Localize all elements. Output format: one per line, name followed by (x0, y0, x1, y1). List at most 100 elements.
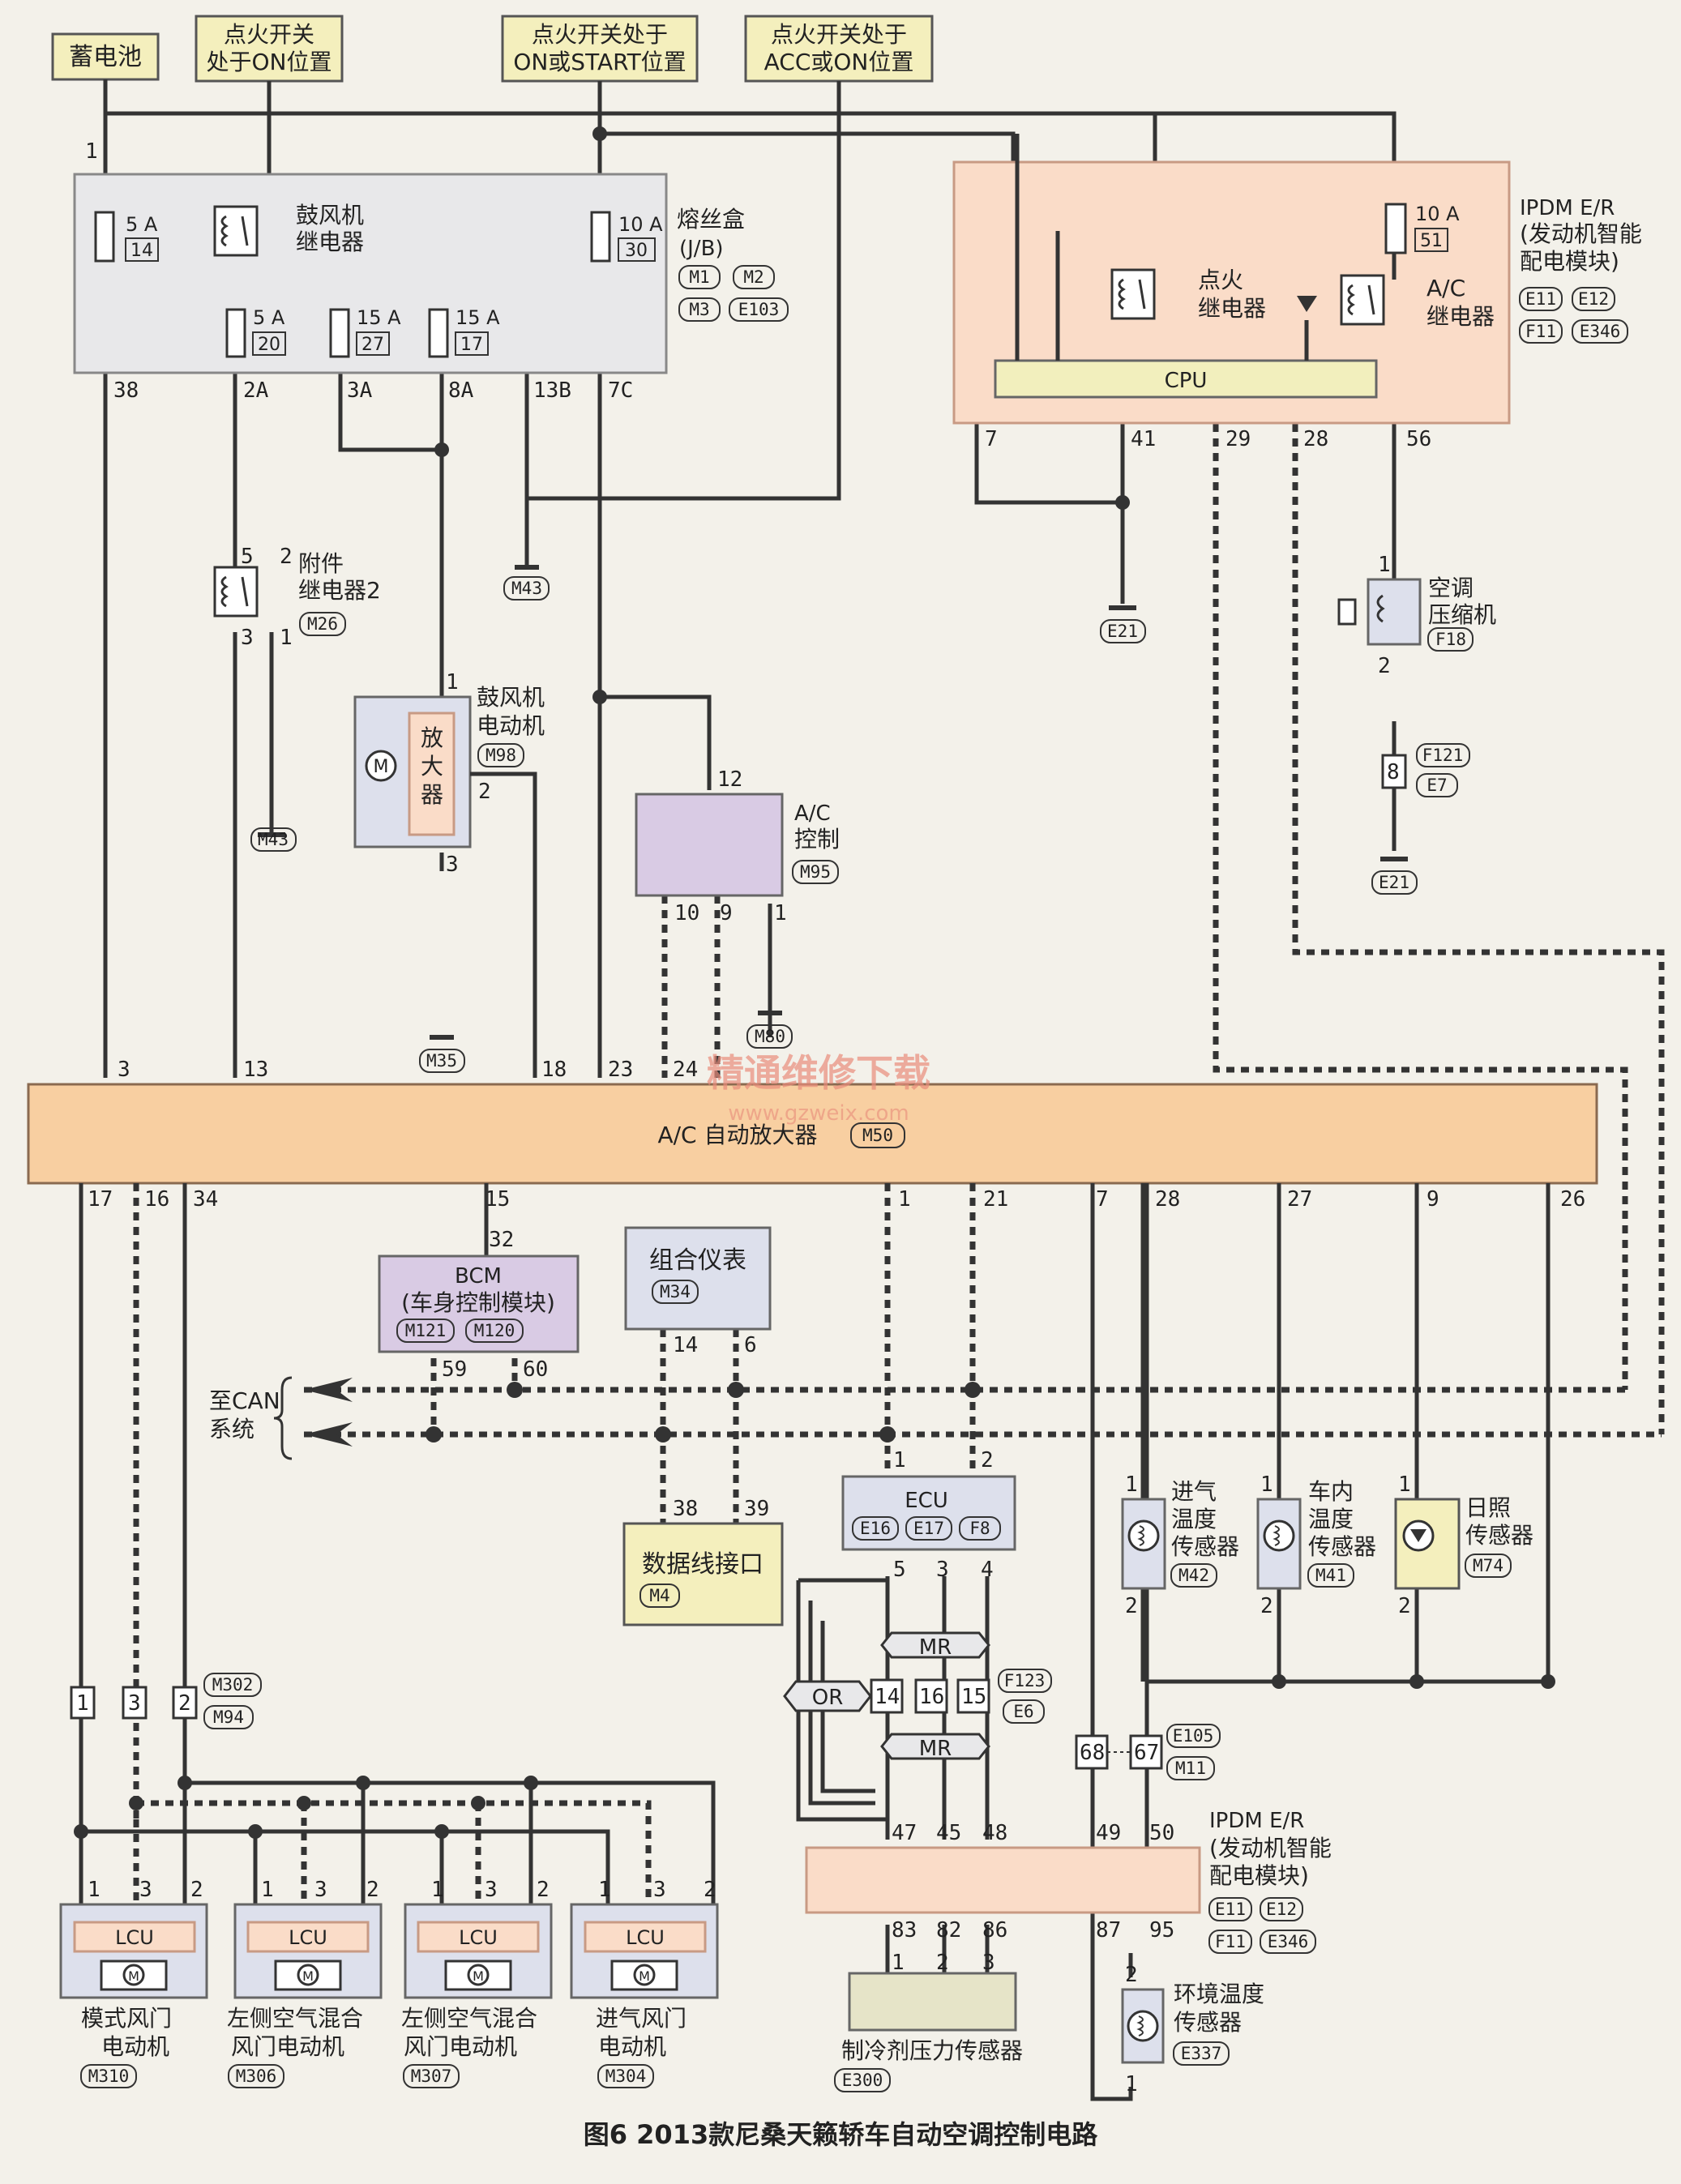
svg-text:38: 38 (113, 378, 139, 403)
junction-68-67: 68 67 E105 M11 (1075, 1724, 1221, 1780)
svg-text:2: 2 (1398, 1594, 1411, 1618)
svg-text:2: 2 (704, 1878, 716, 1902)
svg-text:1: 1 (261, 1878, 274, 1902)
svg-text:13: 13 (243, 1058, 268, 1082)
combination-meter: 组合仪表 M34 14 6 (624, 1226, 772, 1357)
svg-text:1: 1 (1125, 2072, 1138, 2096)
svg-text:精通维修下载: 精通维修下载 (707, 1051, 930, 1095)
svg-text:M2: M2 (743, 267, 764, 287)
data-link-connector: 数据线接口 M4 38 39 (622, 1497, 784, 1626)
svg-text:8: 8 (1387, 760, 1400, 784)
svg-text:5 A: 5 A (126, 213, 158, 236)
svg-text:E105: E105 (1173, 1726, 1214, 1746)
svg-text:27: 27 (361, 335, 384, 355)
svg-text:电动机: 电动机 (598, 2033, 666, 2060)
svg-text:F11: F11 (1525, 322, 1556, 341)
svg-text:鼓风机: 鼓风机 (296, 202, 364, 229)
can-arrows (304, 126, 1555, 1689)
svg-text:1: 1 (1125, 1472, 1138, 1497)
can-system-label: 至CAN 系统 (209, 1376, 293, 1460)
svg-text:ECU: ECU (905, 1489, 948, 1513)
ground-m35: M35 (419, 1035, 465, 1073)
svg-text:60: 60 (523, 1357, 548, 1382)
svg-text:空调: 空调 (1428, 575, 1474, 601)
svg-text:M98: M98 (485, 746, 516, 765)
svg-text:电动机: 电动机 (101, 2033, 169, 2060)
source-battery: 蓄电池 (51, 32, 160, 81)
junction-m302: 1 3 2 M302 M94 (70, 1673, 262, 1729)
svg-text:41: 41 (1131, 427, 1156, 451)
svg-text:29: 29 (1225, 427, 1251, 451)
svg-text:5: 5 (893, 1558, 906, 1582)
svg-text:27: 27 (1287, 1187, 1312, 1212)
intake-door-motor: LCU M 1 3 2 进气风门 电动机 M304 (570, 1878, 719, 2088)
svg-text:48: 48 (982, 1821, 1007, 1845)
svg-text:2: 2 (1378, 654, 1391, 678)
svg-text:温度: 温度 (1308, 1506, 1354, 1532)
svg-text:M120: M120 (474, 1321, 515, 1340)
svg-text:(J/B): (J/B) (679, 237, 724, 261)
svg-text:15: 15 (485, 1187, 510, 1212)
svg-text:LCU: LCU (459, 1926, 498, 1949)
svg-text:LCU: LCU (289, 1926, 327, 1949)
svg-text:51: 51 (1420, 231, 1443, 251)
left-air-mix-door-motor-a: LCU M 1 3 2 左侧空气混合 风门电动机 M306 (227, 1878, 383, 2088)
svg-text:1: 1 (280, 626, 293, 650)
svg-text:56: 56 (1406, 427, 1431, 451)
svg-text:7C: 7C (608, 378, 633, 403)
svg-text:M304: M304 (605, 2066, 647, 2086)
svg-text:3: 3 (241, 626, 254, 650)
svg-text:鼓风机: 鼓风机 (477, 684, 545, 711)
svg-text:39: 39 (744, 1497, 769, 1521)
svg-text:E346: E346 (1268, 1932, 1309, 1951)
svg-text:E300: E300 (842, 2071, 883, 2090)
svg-text:M80: M80 (755, 1027, 785, 1046)
svg-text:传感器: 传感器 (1174, 2009, 1242, 2036)
svg-text:7: 7 (985, 427, 998, 451)
svg-text:4: 4 (981, 1558, 994, 1582)
svg-text:风门电动机: 风门电动机 (404, 2033, 517, 2060)
svg-text:IPDM E/R: IPDM E/R (1520, 196, 1615, 220)
svg-text:1: 1 (1378, 553, 1391, 577)
svg-text:MR: MR (919, 1635, 952, 1660)
svg-text:M34: M34 (660, 1282, 691, 1301)
ambient-temp-sensor: 2 1 环境温度 传感器 E337 (1121, 1963, 1264, 2096)
svg-text:M3: M3 (689, 300, 709, 319)
svg-text:E17: E17 (913, 1519, 944, 1538)
svg-text:3: 3 (118, 1058, 130, 1082)
svg-text:附件: 附件 (298, 550, 344, 577)
svg-text:图6 2013款尼桑天籁轿车自动空调控制电路: 图6 2013款尼桑天籁轿车自动空调控制电路 (584, 2119, 1098, 2150)
svg-text:9: 9 (720, 901, 733, 925)
svg-text:2: 2 (1125, 1594, 1138, 1618)
svg-text:3: 3 (485, 1878, 498, 1902)
svg-text:2: 2 (280, 545, 293, 569)
svg-text:A/C 自动放大器: A/C 自动放大器 (657, 1122, 817, 1148)
svg-text:CPU: CPU (1165, 369, 1208, 393)
svg-text:继电器: 继电器 (1198, 295, 1266, 322)
svg-text:15: 15 (961, 1685, 986, 1709)
svg-text:放: 放 (421, 724, 443, 751)
svg-text:MR: MR (919, 1737, 952, 1761)
svg-text:BCM: BCM (455, 1264, 502, 1289)
svg-text:2: 2 (981, 1448, 994, 1472)
svg-text:LCU: LCU (115, 1926, 154, 1949)
svg-text:16: 16 (144, 1187, 169, 1212)
svg-text:2: 2 (1125, 1963, 1138, 1987)
svg-text:进气风门: 进气风门 (596, 2005, 687, 2032)
svg-text:1: 1 (446, 670, 459, 695)
watermark: 精通维修下载 www.gzweix.com (707, 1051, 930, 1126)
svg-text:LCU: LCU (626, 1926, 665, 1949)
svg-text:1: 1 (892, 1951, 905, 1975)
svg-text:2: 2 (936, 1951, 949, 1975)
svg-text:组合仪表: 组合仪表 (649, 1246, 746, 1275)
svg-text:A/C: A/C (1426, 275, 1465, 301)
svg-text:传感器: 传感器 (1171, 1533, 1239, 1560)
ground-m43-b: M43 (503, 498, 550, 600)
svg-text:10 A: 10 A (618, 213, 663, 236)
svg-text:左侧空气混合: 左侧空气混合 (227, 2005, 363, 2032)
svg-text:M74: M74 (1473, 1556, 1503, 1575)
bcm-module: BCM (车身控制模块) M121 M120 32 59 60 (378, 1228, 580, 1382)
svg-text:2: 2 (537, 1878, 550, 1902)
svg-text:23: 23 (608, 1058, 633, 1082)
svg-text:制冷剂压力传感器: 制冷剂压力传感器 (841, 2037, 1023, 2064)
